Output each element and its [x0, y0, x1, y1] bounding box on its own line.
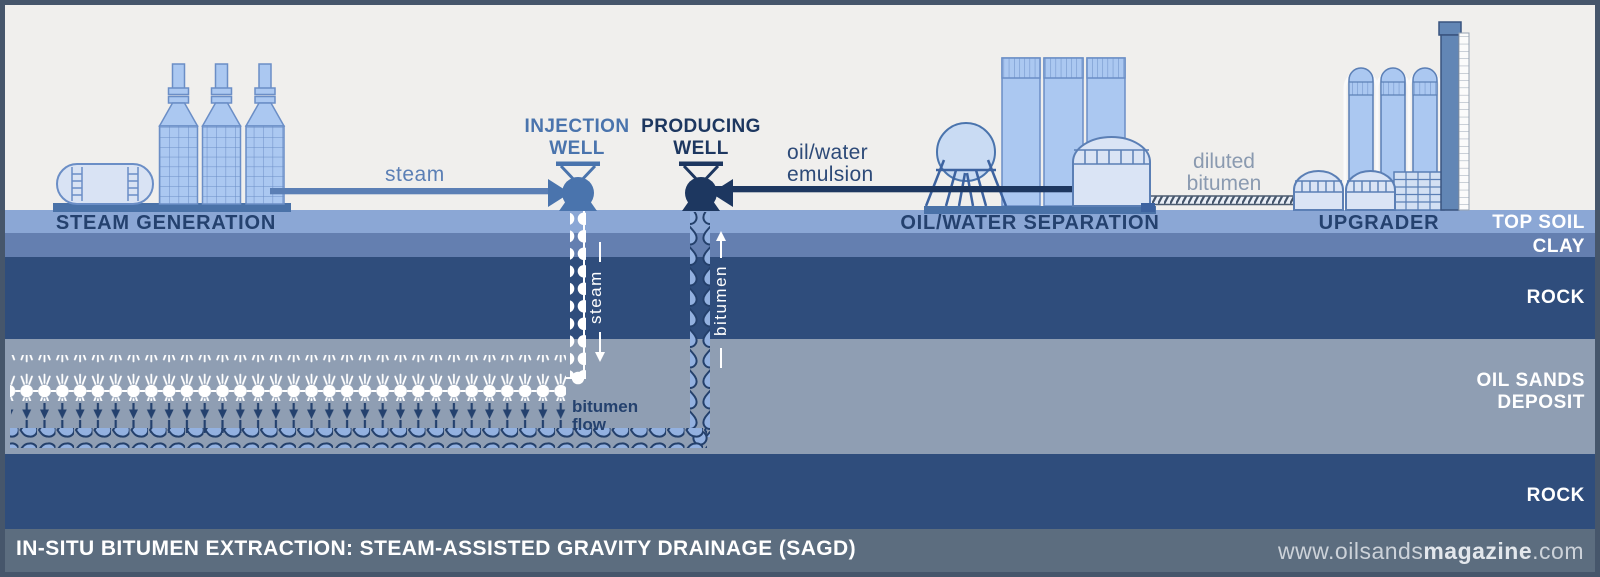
boiler-tower-icon	[158, 63, 199, 205]
top-soil-label: TOP SOIL	[1492, 212, 1585, 233]
steam-chamber-row	[10, 355, 566, 401]
upgrader-dome-tank-icon	[1293, 170, 1344, 211]
steam-drum-tank-icon	[56, 163, 154, 205]
steam-pipe	[270, 188, 560, 195]
upgrader-facility	[1293, 21, 1470, 211]
separation-dome-tank-icon	[1072, 136, 1155, 212]
layer-clay	[0, 233, 1600, 257]
injection-well-label: INJECTION WELL	[524, 116, 630, 159]
layer-rock-upper	[0, 257, 1600, 339]
steam-flow-vertical-label: steam	[586, 270, 605, 324]
injection-wellhead-icon	[548, 161, 600, 211]
boiler-tower-icon	[201, 63, 242, 205]
rock-upper-label: ROCK	[1526, 287, 1585, 308]
emulsion-pipe-label: oil/water emulsion	[787, 141, 874, 186]
bitumen-flow-label: bitumen flow	[572, 397, 639, 434]
steam-pipe-label: steam	[385, 163, 445, 186]
steam-gen-platform	[53, 203, 291, 212]
layer-rock-lower	[0, 454, 1600, 529]
emulsion-pipe	[713, 186, 1076, 193]
layer-top-soil	[0, 210, 1600, 233]
rock-lower-label: ROCK	[1526, 485, 1585, 506]
oil-water-separation-label: OIL/WATER SEPARATION	[900, 212, 1160, 234]
website-url: www.oilsandsmagazine.com	[1277, 538, 1584, 564]
bitumen-flow-vertical-label: bitumen	[711, 265, 730, 337]
water-tower-icon	[924, 122, 1008, 207]
boiler-tower-icon	[244, 63, 286, 205]
diagram-title: IN-SITU BITUMEN EXTRACTION: STEAM-ASSIST…	[16, 537, 856, 560]
separation-platform	[924, 206, 1156, 214]
upgrader-dome-tank-icon	[1345, 170, 1396, 211]
oil-sands-label: OIL SANDS DEPOSIT	[1476, 370, 1585, 413]
diluted-bitumen-pipe	[1145, 195, 1297, 206]
bitumen-collection-row	[10, 428, 707, 448]
producing-well-label: PRODUCING WELL	[641, 116, 761, 159]
clay-label: CLAY	[1532, 236, 1585, 257]
producing-well-bore	[690, 212, 710, 446]
steam-generation-label: STEAM GENERATION	[55, 212, 277, 234]
bitumen-up-arrow-icon	[716, 231, 726, 368]
diluted-bitumen-pipe-label: diluted bitumen	[1186, 150, 1262, 195]
footer-bar	[0, 529, 1600, 577]
separation-tower-icon	[1001, 57, 1041, 207]
upgrader-piperack-icon	[1393, 171, 1445, 211]
upgrader-label: UPGRADER	[1318, 212, 1440, 234]
producing-wellhead-icon	[679, 161, 733, 211]
chimney-stack-icon	[1438, 21, 1470, 211]
steam-generation-facility	[53, 63, 291, 212]
steam-down-arrow-icon	[595, 242, 605, 362]
injection-well-bore	[566, 211, 586, 385]
